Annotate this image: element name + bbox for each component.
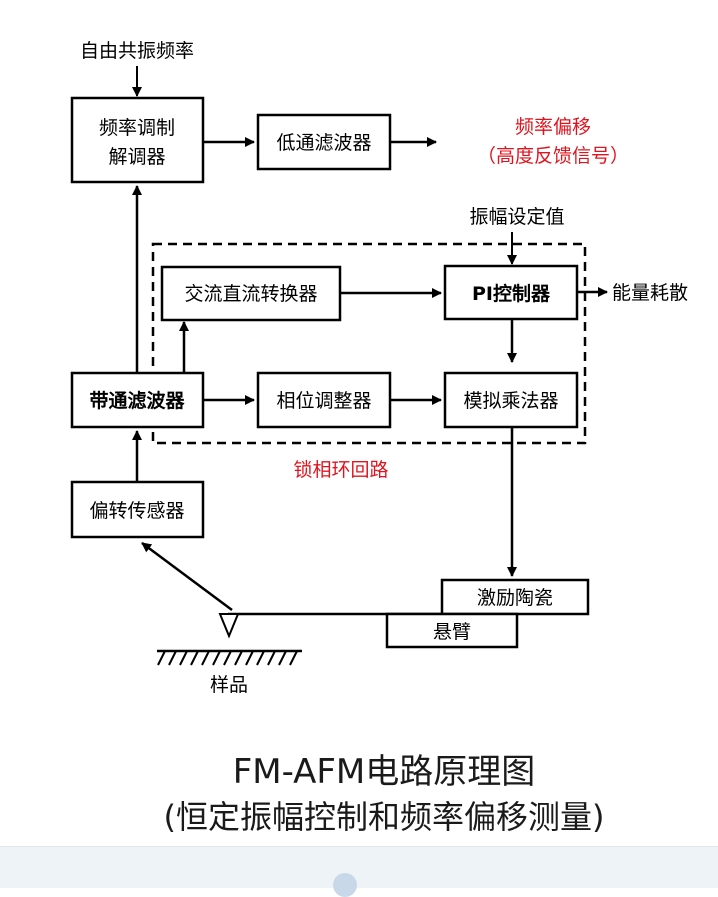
pll-loop-label: 锁相环回路 [293, 459, 388, 481]
cantilever-tip [218, 613, 240, 639]
fm-demodulator-label-2: 解调器 [108, 146, 165, 168]
cantilever-box [385, 612, 519, 649]
analog-multiplier-label: 模拟乘法器 [463, 390, 558, 412]
lowpass-filter-label: 低通滤波器 [276, 132, 371, 154]
pll-loop-region [151, 242, 587, 445]
sample-label: 样品 [210, 674, 248, 696]
caption-title: FM-AFM电路原理图 [233, 752, 536, 792]
pi-controller-label: PI控制器 [472, 282, 551, 305]
cantilever-label: 悬臂 [433, 621, 471, 643]
deflection-signal-arrow [141, 541, 233, 612]
deflection-sensor-label: 偏转传感器 [89, 500, 184, 522]
energy-dissipation-label: 能量耗散 [612, 282, 688, 304]
ac-dc-converter-box [160, 265, 342, 322]
pi-controller-box [443, 264, 579, 321]
fm-afm-diagram: 自由共振频率 频率调制 解调器 低通滤波器 频率偏移 （高度反馈信号） 振幅设定… [70, 40, 688, 836]
excitation-piezo-box [440, 578, 590, 616]
freq-shift-label: 频率偏移 [515, 116, 591, 138]
caption-subtitle: (恒定振幅控制和频率偏移测量) [164, 798, 605, 836]
toolbar-button-icon[interactable] [333, 873, 357, 897]
bottom-toolbar [0, 846, 718, 897]
height-feedback-label: （高度反馈信号） [477, 145, 629, 167]
fm-demodulator-box [70, 96, 205, 184]
deflection-sensor-box [70, 480, 205, 539]
ac-dc-converter-label: 交流直流转换器 [184, 283, 317, 305]
phase-shifter-label: 相位调整器 [276, 390, 371, 412]
analog-multiplier-box [443, 371, 579, 429]
phase-shifter-box [256, 371, 392, 429]
fm-demodulator-label-1: 频率调制 [99, 117, 175, 139]
amplitude-setpoint-label: 振幅设定值 [469, 206, 564, 228]
sample-surface [157, 649, 302, 666]
bandpass-filter-label: 带通滤波器 [89, 389, 185, 412]
excitation-piezo-label: 激励陶瓷 [477, 587, 553, 609]
free-resonance-frequency-label: 自由共振频率 [80, 40, 194, 62]
